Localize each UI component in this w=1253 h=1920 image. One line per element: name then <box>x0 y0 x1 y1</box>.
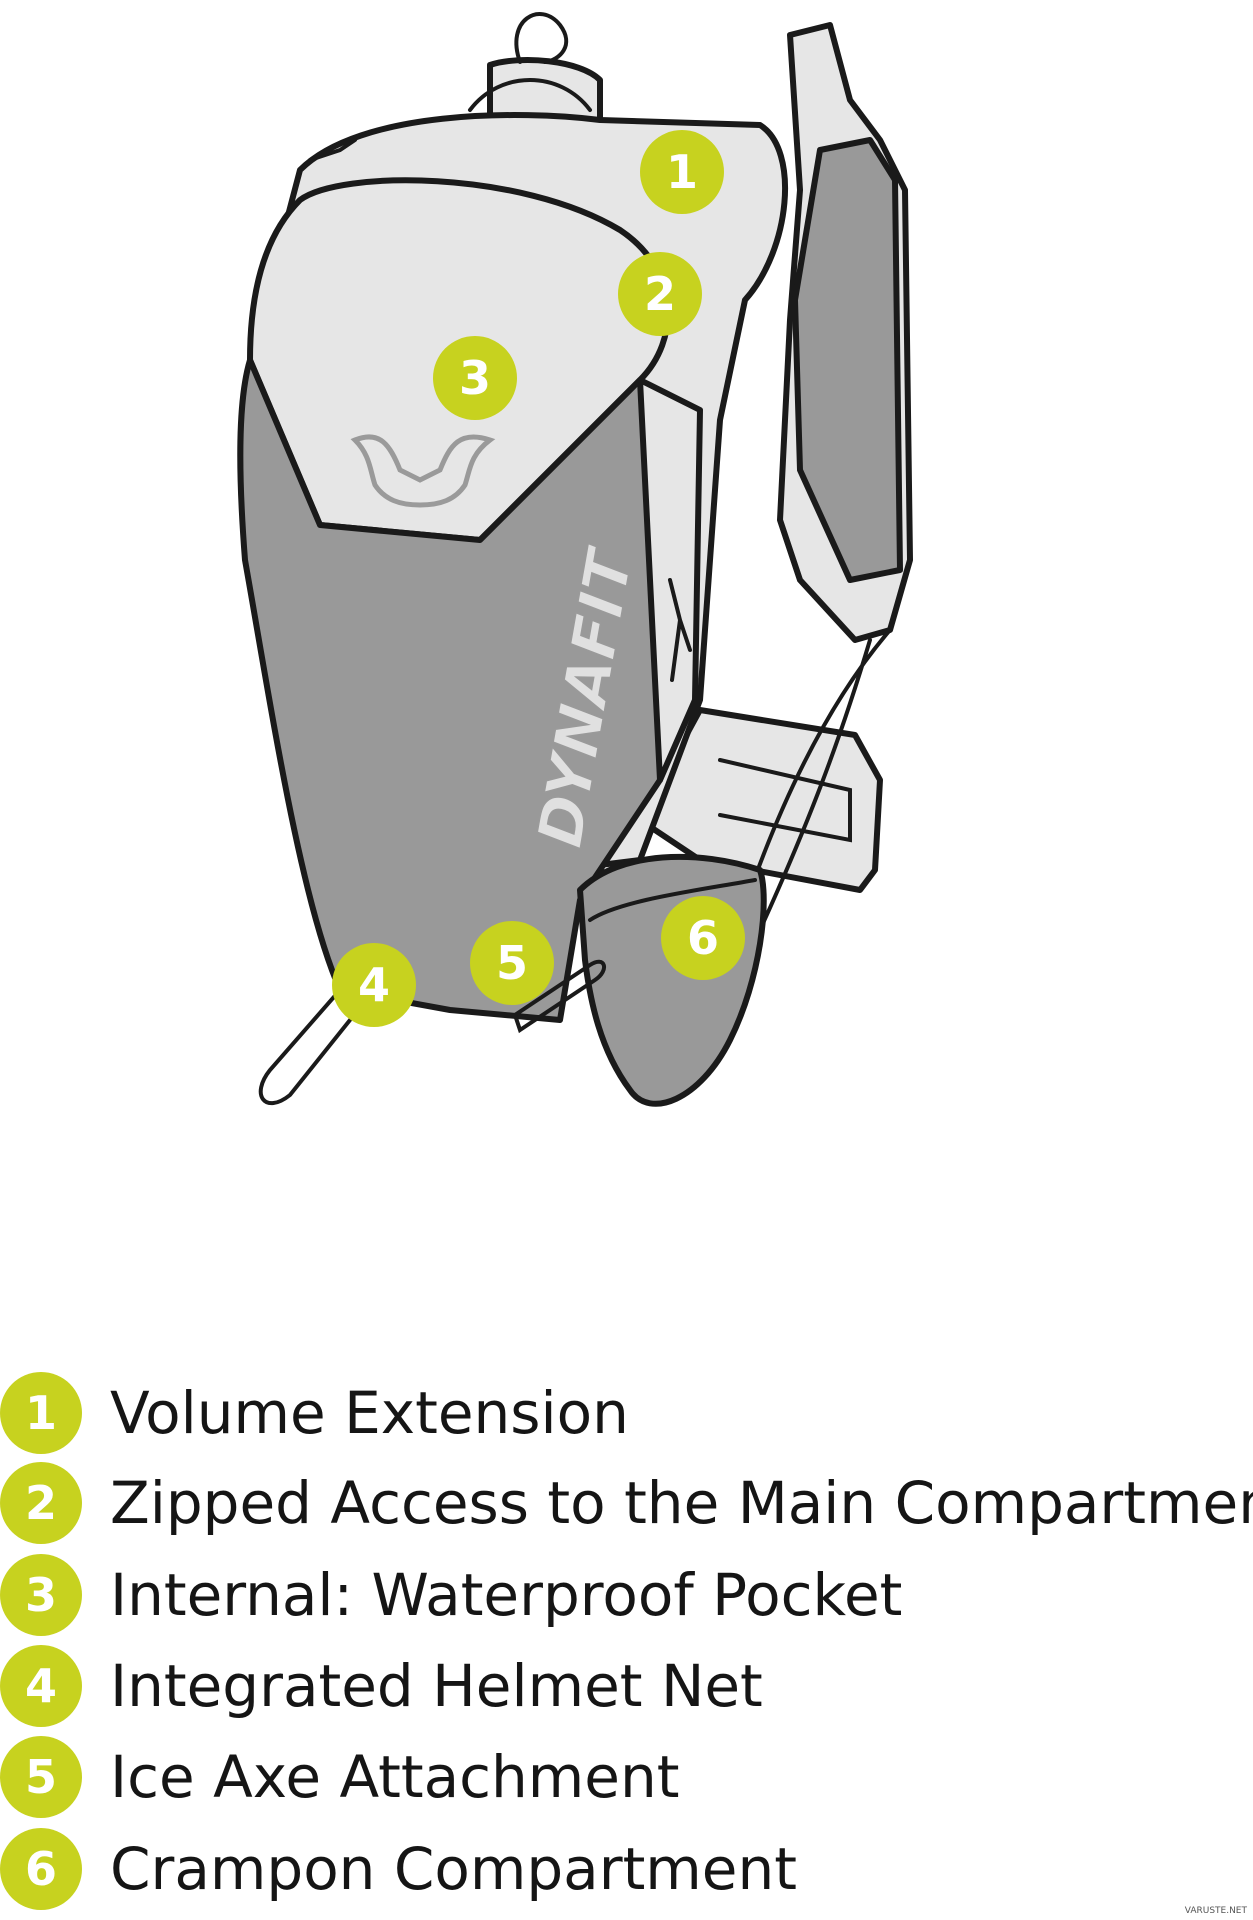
legend-badge: 5 <box>0 1736 82 1818</box>
legend-label: Volume Extension <box>110 1379 629 1447</box>
brand-mascot-icon <box>350 434 496 508</box>
svg-text:3: 3 <box>459 351 491 405</box>
ice-axe-loop <box>512 959 606 1034</box>
svg-text:1: 1 <box>666 145 698 199</box>
legend-badge: 1 <box>0 1372 82 1454</box>
svg-text:4: 4 <box>358 958 390 1012</box>
helmet-net-loop <box>258 988 352 1106</box>
marker-6: 6 <box>661 896 745 980</box>
marker-3: 3 <box>433 336 517 420</box>
legend-item-ice-axe: 5 Ice Axe Attachment <box>0 1732 1253 1822</box>
crampon-zip-line <box>588 878 757 922</box>
marker-2: 2 <box>618 252 702 336</box>
legend-label: Internal: Waterproof Pocket <box>110 1561 903 1629</box>
marker-4: 4 <box>332 943 416 1027</box>
watermark: VARUSTE.NET <box>1184 1906 1247 1916</box>
marker-5: 5 <box>470 921 554 1005</box>
legend-item-zipped-access: 2 Zipped Access to the Main Compartment <box>0 1458 1253 1548</box>
top-cord <box>468 78 592 112</box>
marker-1: 1 <box>640 130 724 214</box>
legend-label: Zipped Access to the Main Compartment <box>110 1469 1253 1537</box>
zipper-pull-side <box>668 578 692 682</box>
shoulder-strap-pad <box>792 137 903 583</box>
zipper-pull-top <box>308 138 357 162</box>
legend-label: Ice Axe Attachment <box>110 1743 680 1811</box>
top-loop <box>514 12 569 64</box>
legend-badge: 2 <box>0 1462 82 1544</box>
legend-badge: 3 <box>0 1554 82 1636</box>
legend-label: Crampon Compartment <box>110 1835 797 1903</box>
svg-text:6: 6 <box>687 911 719 965</box>
svg-text:2: 2 <box>644 267 676 321</box>
legend-item-volume-extension: 1 Volume Extension <box>0 1368 1253 1458</box>
legend-item-waterproof-pocket: 3 Internal: Waterproof Pocket <box>0 1550 1253 1640</box>
legend-label: Integrated Helmet Net <box>110 1652 763 1720</box>
svg-text:5: 5 <box>496 936 528 990</box>
legend-badge: 4 <box>0 1645 82 1727</box>
backpack-illustration: DYNAFIT 1 2 3 4 5 6 <box>237 12 913 1107</box>
legend-badge: 6 <box>0 1828 82 1910</box>
legend-item-crampon-compartment: 6 Crampon Compartment <box>0 1824 1253 1914</box>
legend-item-helmet-net: 4 Integrated Helmet Net <box>0 1641 1253 1731</box>
hip-belt-inner <box>718 758 852 843</box>
